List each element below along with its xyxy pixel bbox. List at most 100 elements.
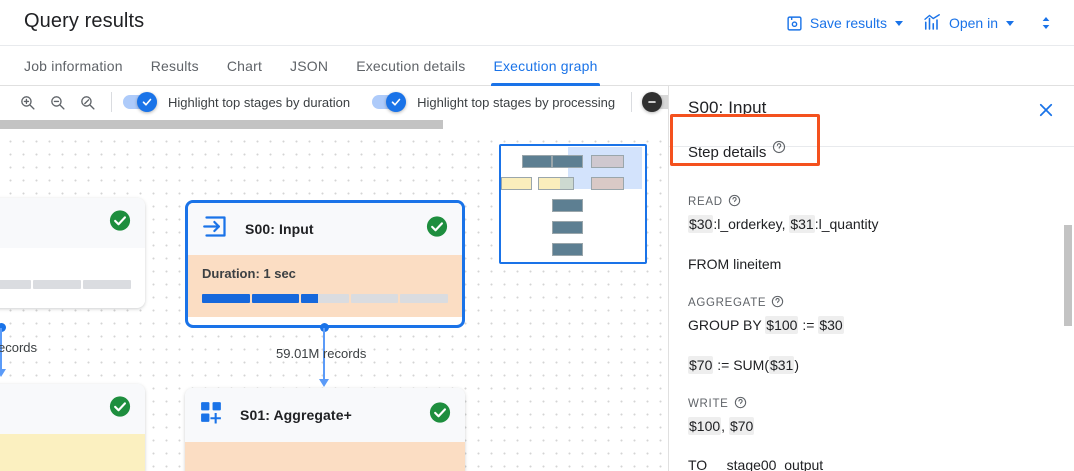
node-header: S00: Input (188, 203, 462, 255)
section-label-read: READ (688, 194, 1054, 210)
aggregate-plus-icon (199, 400, 224, 430)
header-actions: Save results Open in (776, 0, 1062, 46)
aggregate-groupby-line: GROUP BY $100 := $30 (688, 315, 1054, 335)
edge-label: ecords (0, 340, 38, 355)
minimap-node (522, 155, 552, 168)
bar-segment (350, 294, 399, 303)
variable-ref: $70 (688, 355, 714, 374)
edge-label: 59.01M records (276, 346, 367, 361)
plain-text: :l_orderkey, (713, 216, 790, 232)
plain-text: GROUP BY (688, 316, 766, 333)
graph-node-s00-input[interactable]: S00: Input Duration: 1 sec (185, 200, 465, 328)
node-title: S00: Input (245, 221, 314, 237)
section-aggregate-text: AGGREGATE (688, 296, 767, 309)
step-details-text: Step details (688, 144, 767, 161)
panel-divider (669, 146, 1074, 147)
panel-vertical-scrollbar-thumb[interactable] (1064, 225, 1072, 326)
tab-execution-graph[interactable]: Execution graph (479, 46, 611, 86)
tab-bar: Job information Results Chart JSON Execu… (0, 46, 1074, 86)
switch-track (372, 92, 407, 112)
graph-node-partial-bottom[interactable] (0, 384, 145, 471)
minimap-node (501, 177, 532, 190)
write-columns-line: $100, $70 (688, 416, 1054, 436)
variable-ref: $70 (728, 416, 755, 435)
tab-list: Job information Results Chart JSON Execu… (10, 46, 612, 86)
tab-json[interactable]: JSON (290, 58, 329, 74)
horizontal-scrollbar[interactable] (0, 118, 680, 131)
plain-text: ) (794, 356, 800, 373)
node-body (185, 442, 465, 471)
expand-collapse-button[interactable] (1024, 7, 1062, 39)
bar-segment (400, 294, 448, 303)
bar-segment (83, 280, 131, 289)
help-circle-icon[interactable] (772, 140, 786, 158)
open-in-button[interactable]: Open in (913, 8, 1024, 38)
node-body: Duration: 1 sec (188, 255, 462, 317)
panel-content: READ $30:l_orderkey, $31:l_quantity FROM… (669, 194, 1074, 471)
toggle-highlight-duration[interactable]: Highlight top stages by duration (123, 92, 351, 112)
input-arrow-icon (202, 213, 229, 245)
read-from-line: FROM lineitem (688, 255, 1054, 274)
step-details-heading: Step details (670, 114, 820, 166)
execution-graph-canvas[interactable]: ecords S00: Input (0, 118, 680, 471)
save-results-button[interactable]: Save results (776, 9, 913, 38)
minimap-node (552, 155, 583, 168)
variable-ref: $100 (688, 416, 722, 435)
open-in-label: Open in (948, 15, 998, 31)
plain-text: FROM lineitem (688, 255, 782, 272)
chart-icon (923, 14, 942, 32)
toggle-duration-label: Highlight top stages by duration (168, 94, 351, 110)
tab-job-information[interactable]: Job information (24, 58, 123, 74)
chevron-down-icon (1006, 20, 1014, 26)
close-icon[interactable] (1034, 98, 1058, 122)
toggle-highlight-processing[interactable]: Highlight top stages by processing (372, 92, 615, 112)
section-label-write: WRITE (688, 396, 1054, 412)
variable-ref: $30 (818, 315, 844, 334)
node-header (0, 384, 145, 434)
read-columns-line: $30:l_orderkey, $31:l_quantity (688, 215, 1054, 234)
section-label-aggregate: AGGREGATE (688, 295, 1054, 311)
title-bar: Query results Save results (0, 0, 1074, 46)
bar-segment (251, 294, 300, 303)
edge-source-dot (320, 323, 329, 332)
chevron-down-icon (894, 20, 903, 26)
help-circle-icon[interactable] (728, 194, 741, 210)
help-circle-icon[interactable] (734, 396, 747, 412)
node-body (0, 248, 145, 303)
graph-toolbar: Highlight top stages by duration Highlig… (0, 86, 680, 118)
plain-text: , (721, 417, 729, 434)
panel-title: S00: Input (688, 98, 767, 117)
variable-ref: $30 (688, 215, 714, 233)
horizontal-scrollbar-thumb[interactable] (0, 120, 443, 129)
graph-node-partial-top[interactable] (0, 198, 145, 308)
switch-knob (386, 92, 407, 112)
status-success-icon (426, 216, 448, 243)
page-title: Query results (24, 10, 145, 32)
minimap-node (591, 155, 624, 168)
bar-segment (33, 280, 82, 289)
edge-arrow-icon (0, 369, 6, 377)
tab-results[interactable]: Results (150, 58, 199, 74)
zoom-out-icon[interactable] (44, 89, 70, 115)
save-icon (786, 15, 803, 32)
edge-line (0, 328, 2, 370)
plain-text: := SUM( (713, 356, 769, 373)
switch-track (123, 92, 157, 112)
status-success-icon (109, 210, 131, 237)
edge-line (323, 328, 325, 380)
help-circle-icon[interactable] (771, 295, 784, 311)
toolbar-divider (631, 92, 633, 112)
plain-text: := (798, 316, 819, 333)
node-header (0, 198, 145, 248)
section-write-text: WRITE (688, 397, 729, 410)
minimap-node (560, 177, 574, 190)
step-details-panel: S00: Input Step details READ (668, 86, 1074, 471)
bar-segment (0, 280, 32, 289)
tab-chart[interactable]: Chart (226, 58, 263, 74)
graph-minimap[interactable] (499, 144, 647, 264)
zoom-reset-icon[interactable] (74, 89, 100, 115)
zoom-in-icon[interactable] (14, 89, 40, 115)
graph-node-s01-aggregate[interactable]: S01: Aggregate+ (185, 388, 465, 471)
tab-execution-details[interactable]: Execution details (356, 58, 466, 74)
